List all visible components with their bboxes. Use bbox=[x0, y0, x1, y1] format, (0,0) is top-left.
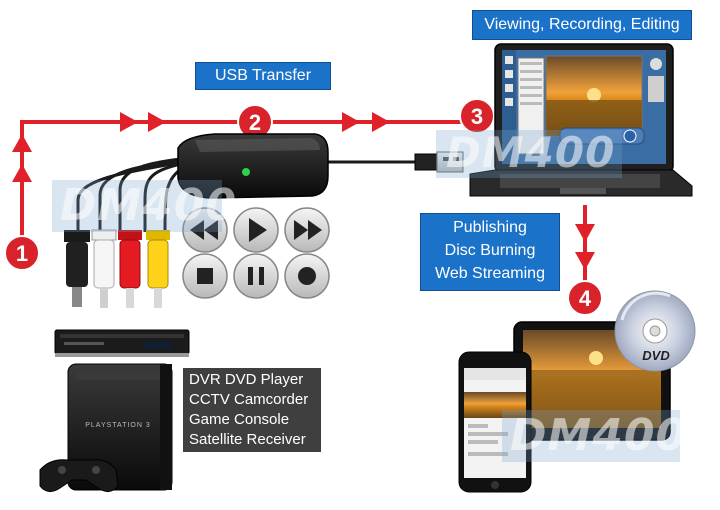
publishing-label: Publishing Disc Burning Web Streaming bbox=[420, 213, 560, 291]
flow-arrows bbox=[12, 112, 595, 290]
play-icon bbox=[233, 207, 279, 253]
rewind-icon bbox=[182, 207, 228, 253]
usb-capture-device bbox=[76, 133, 464, 233]
console-logo: PLAYSTATION 3 bbox=[85, 422, 151, 429]
source-line-2: CCTV Camcorder bbox=[189, 391, 309, 408]
fast-forward-icon bbox=[284, 207, 330, 253]
stop-icon bbox=[182, 253, 228, 299]
dvd-disc: DVD bbox=[614, 290, 696, 372]
step-1: 1 bbox=[4, 235, 40, 271]
step-3-number: 3 bbox=[471, 104, 483, 129]
dvd-logo: DVD bbox=[642, 348, 670, 363]
watermark-band-1 bbox=[52, 180, 222, 232]
game-console: PLAYSTATION 3 bbox=[39, 363, 173, 492]
watermark-band-3 bbox=[502, 410, 680, 462]
watermark-1: DM400 bbox=[60, 180, 238, 231]
led-indicator bbox=[242, 168, 250, 176]
publishing-line-1: Publishing bbox=[453, 219, 527, 236]
source-line-3: Game Console bbox=[189, 411, 290, 428]
usb-transfer-label: USB Transfer bbox=[195, 62, 331, 90]
av-plugs bbox=[64, 229, 170, 308]
step-1-number: 1 bbox=[16, 241, 28, 266]
source-line-1: DVR DVD Player bbox=[189, 371, 304, 388]
source-line-4: Satellite Receiver bbox=[189, 431, 306, 448]
step-4: 4 bbox=[567, 280, 603, 316]
watermark-3: DM400 bbox=[510, 410, 688, 461]
record-icon bbox=[284, 253, 330, 299]
step-4-number: 4 bbox=[579, 286, 592, 311]
watermark-2: DM400 bbox=[446, 128, 616, 177]
step-3: 3 bbox=[459, 98, 495, 134]
media-controls bbox=[182, 207, 330, 299]
smartphone bbox=[458, 351, 532, 493]
publishing-line-3: Web Streaming bbox=[435, 265, 545, 282]
watermark-band-2 bbox=[436, 130, 622, 178]
sources-label: DVR DVD Player CCTV Camcorder Game Conso… bbox=[183, 368, 321, 452]
step-2-number: 2 bbox=[249, 110, 261, 135]
dvd-player bbox=[54, 329, 190, 357]
publishing-line-2: Disc Burning bbox=[444, 242, 536, 259]
pause-icon bbox=[233, 253, 279, 299]
laptop bbox=[469, 43, 693, 197]
viewing-label: Viewing, Recording, Editing bbox=[472, 10, 692, 40]
